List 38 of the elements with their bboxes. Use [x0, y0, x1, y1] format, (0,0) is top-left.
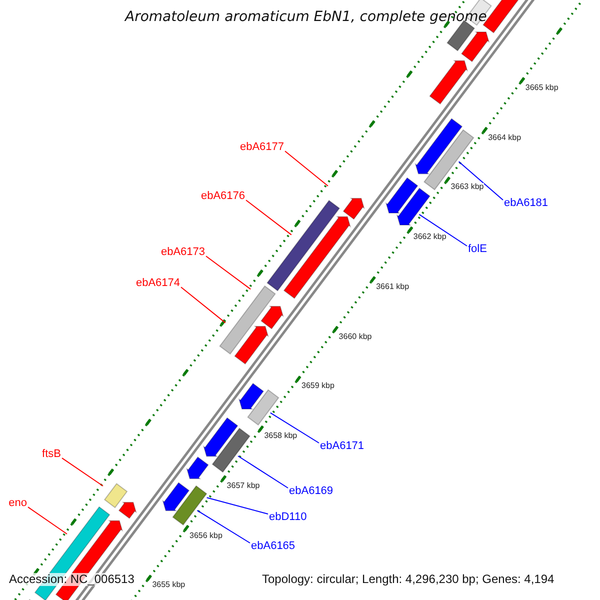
scale-label: 3656 kbp	[190, 532, 222, 540]
leader-line	[458, 161, 504, 200]
leader-line	[284, 150, 328, 186]
gene-label: ebA6169	[289, 485, 334, 498]
gene-label: ebA6174	[136, 277, 180, 290]
leader-line	[206, 256, 252, 290]
scale-label: 3659 kbp	[302, 382, 334, 392]
gene-label: ebA6177	[240, 141, 284, 154]
gene-label: ebA6165	[251, 540, 296, 552]
scale-label: 3661 kbp	[376, 282, 410, 292]
scale-label: 3665 kbp	[525, 84, 558, 93]
gene-label: ebA6173	[160, 246, 205, 258]
scale-label: 3663 kbp	[450, 183, 484, 192]
gene-label: ebA6176	[200, 190, 245, 202]
leader-line	[270, 412, 320, 444]
gene-label: ebA6181	[504, 197, 548, 210]
scale-label: 3657 kbp	[226, 482, 260, 491]
leader-line	[180, 286, 226, 324]
scale-label: 3664 kbp	[488, 134, 522, 142]
leader-line	[246, 200, 292, 236]
gene-label: folE	[468, 243, 487, 256]
scale-label: 3658 kbp	[264, 432, 298, 441]
leader-line	[62, 458, 104, 486]
accession-text: Accession: NC_006513	[9, 573, 134, 586]
scale-label: 3660 kbp	[338, 332, 372, 342]
gene-label: ebA6171	[320, 440, 364, 452]
scale-label: 3662 kbp	[413, 233, 446, 242]
gene-label: eno	[8, 497, 27, 510]
genome-info-text: Topology: circular; Length: 4,296,230 bp; Genes: 4,194	[262, 573, 554, 586]
scale-label: 3655 kbp	[152, 581, 186, 590]
gene-label: ebD110	[269, 511, 307, 524]
gene-label: ftsB	[42, 448, 61, 460]
leader-line	[28, 506, 68, 534]
leader-line	[238, 456, 288, 488]
title: Aromatoleum aromaticum EbN1, complete genome	[125, 10, 487, 26]
leader-line	[206, 497, 268, 514]
leader-line	[418, 214, 468, 246]
leader-line	[196, 510, 250, 544]
